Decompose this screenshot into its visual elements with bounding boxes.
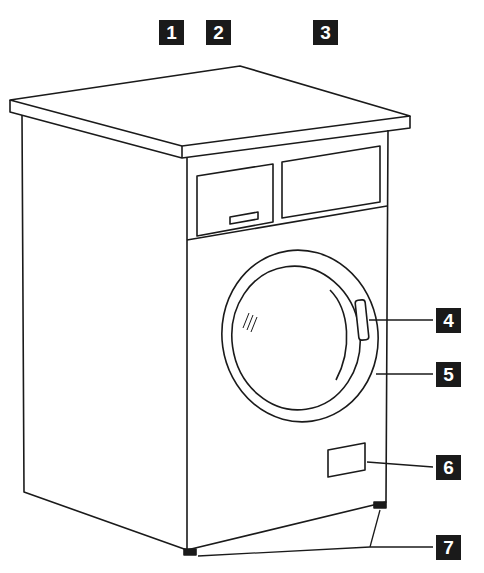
leader-line — [198, 547, 370, 556]
callout-number: 5 — [436, 362, 461, 387]
door-ring — [211, 240, 389, 432]
glass-reflection — [251, 317, 257, 332]
door-glass-inner — [330, 290, 347, 380]
worktop-corner — [181, 146, 183, 158]
callout-number: 1 — [159, 20, 184, 45]
front-panel — [187, 130, 388, 550]
worktop-edge — [10, 100, 410, 158]
leader-line — [370, 510, 380, 547]
leader-lines — [198, 320, 433, 556]
foot — [184, 549, 196, 555]
control-panel — [282, 146, 380, 218]
leader-line — [376, 373, 433, 374]
glass-reflection — [247, 315, 253, 330]
door-handle — [355, 300, 369, 341]
callout-number: 4 — [436, 308, 461, 333]
worktop — [10, 66, 410, 146]
callout-number: 3 — [313, 20, 338, 45]
leader-line — [367, 462, 433, 467]
drawer-handle — [230, 212, 258, 224]
glass-reflection — [243, 313, 249, 328]
leader-line — [369, 319, 433, 320]
side-panel — [22, 115, 187, 550]
leader-line — [370, 546, 433, 547]
service-flap — [328, 443, 365, 477]
callout-number: 2 — [206, 20, 231, 45]
detergent-drawer — [197, 164, 273, 236]
control-panel-edge — [187, 206, 387, 240]
door-glass — [223, 258, 370, 418]
callout-number: 6 — [436, 455, 461, 480]
foot — [374, 502, 386, 508]
callout-number: 7 — [436, 535, 461, 560]
